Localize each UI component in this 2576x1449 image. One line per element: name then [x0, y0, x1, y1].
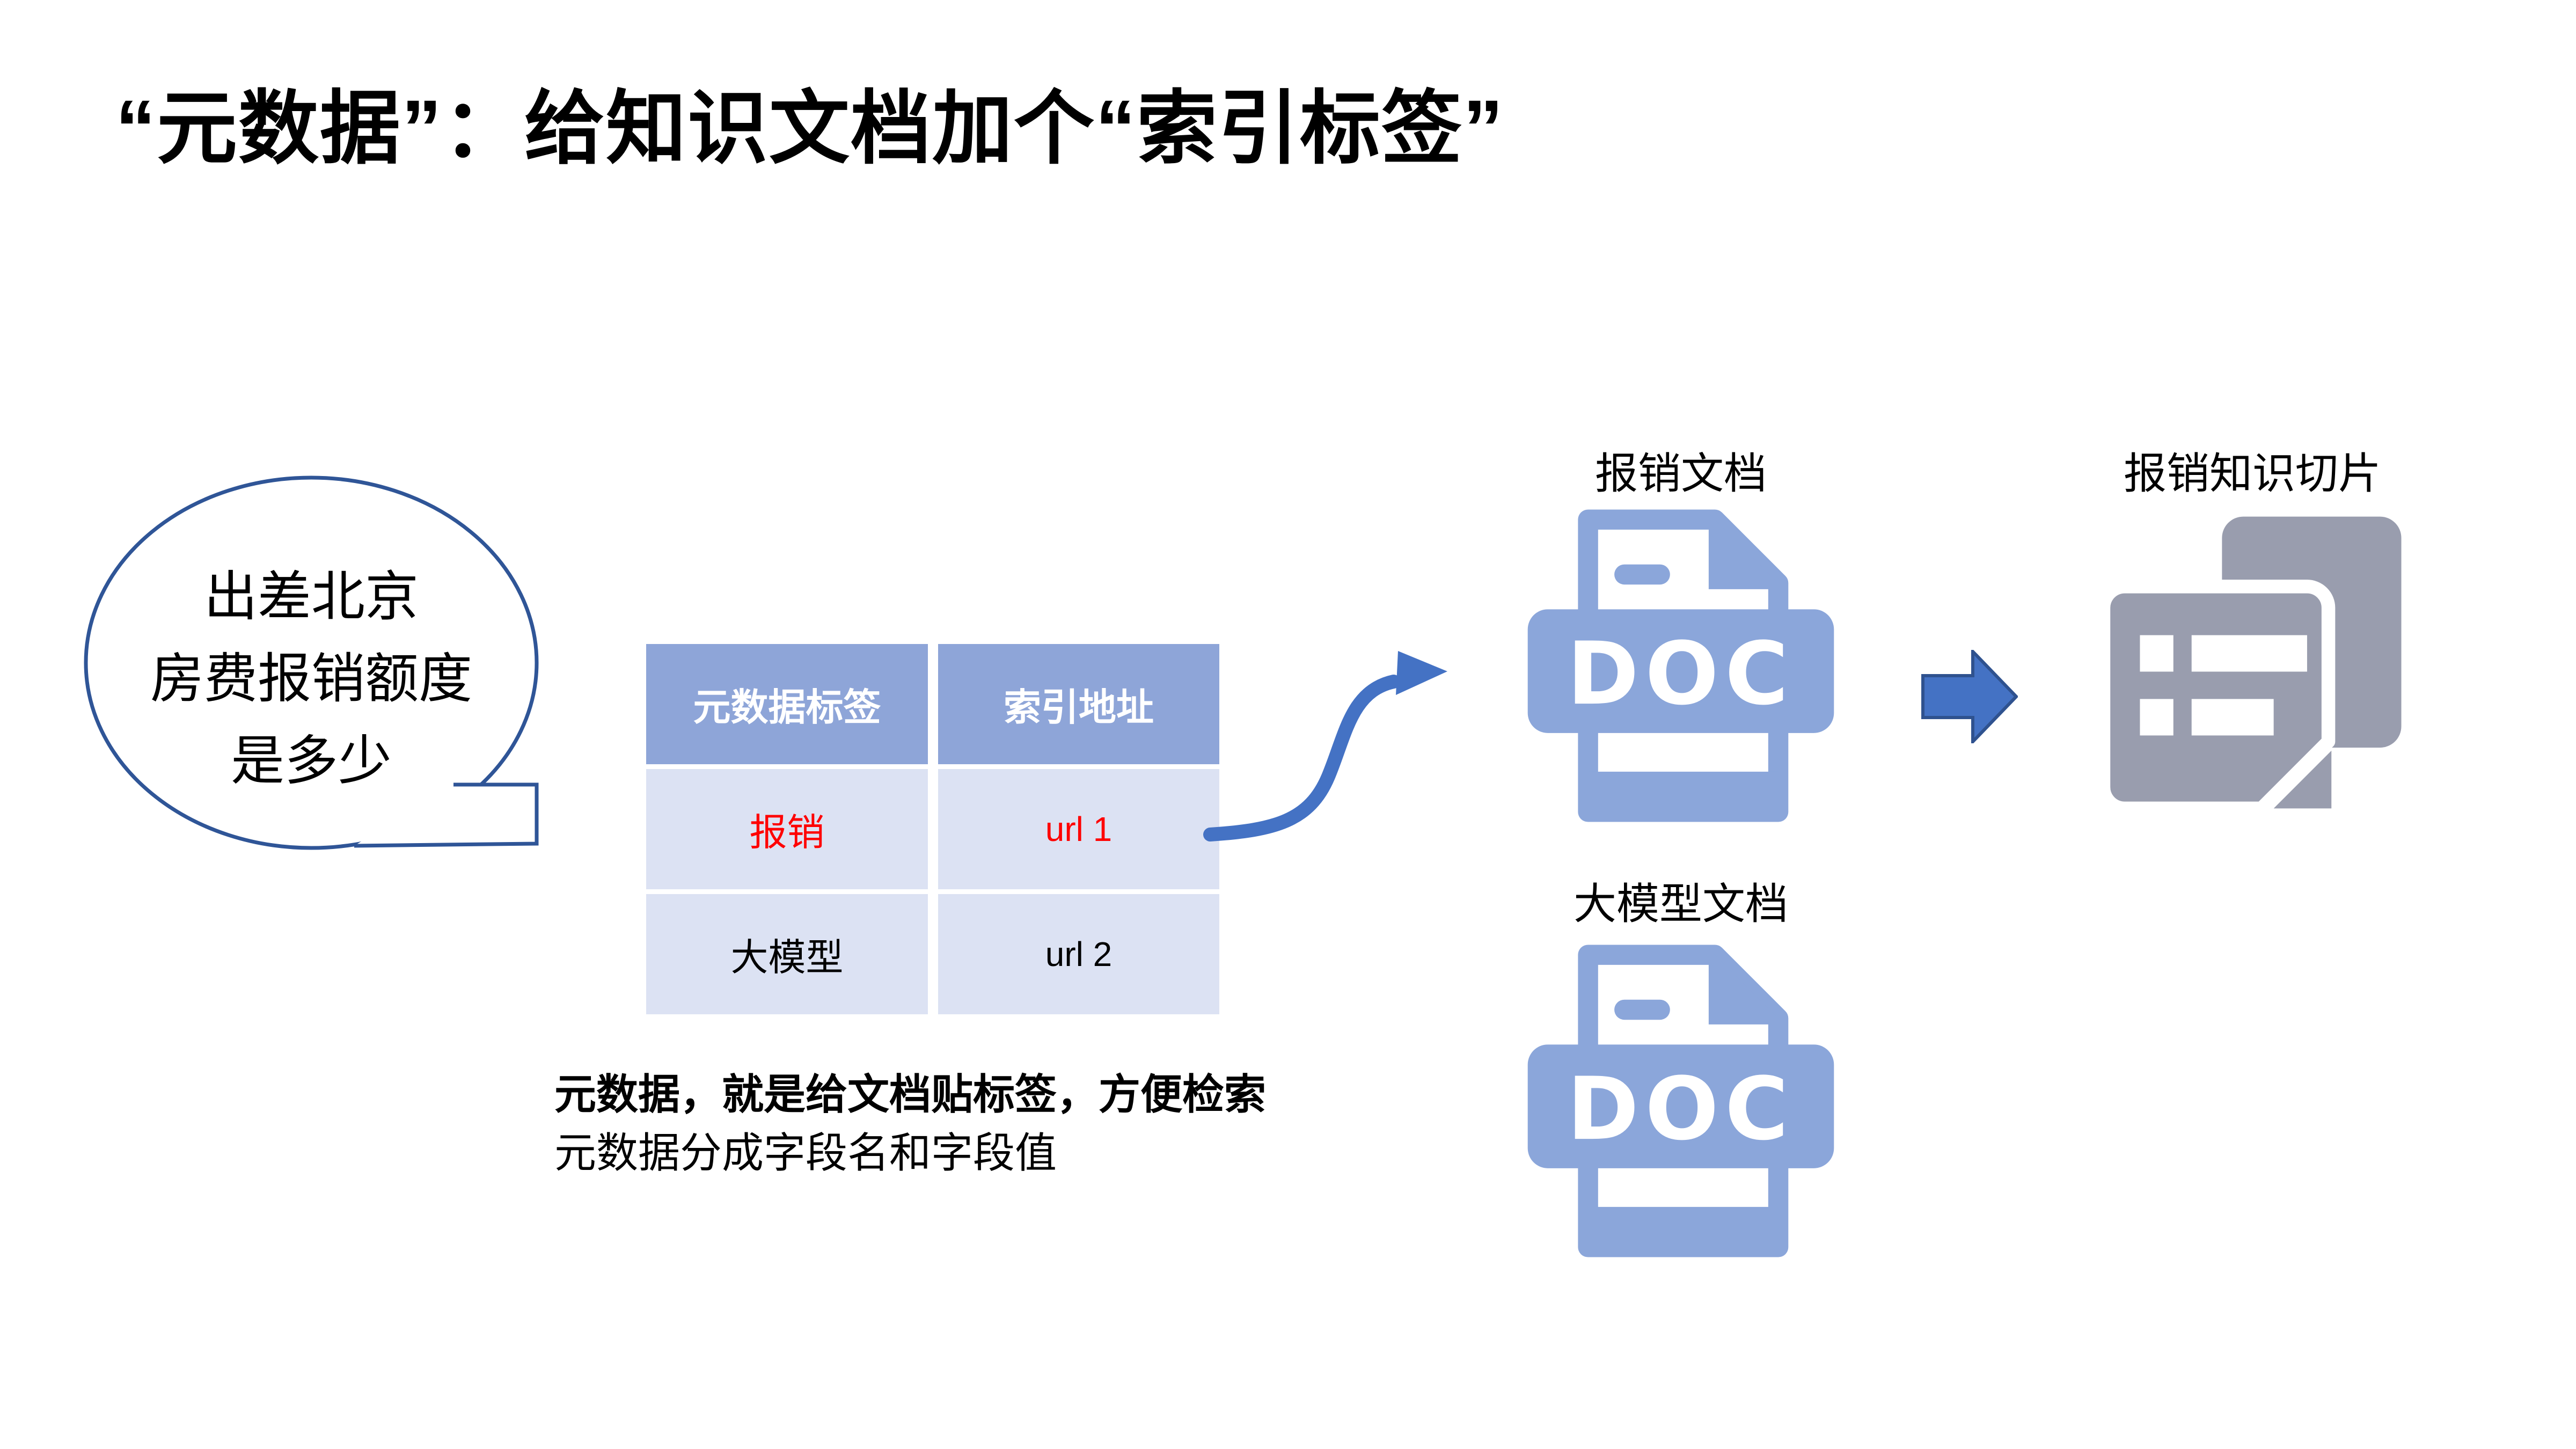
table-cell-tag-2: 大模型 — [646, 894, 928, 1014]
doc2-badge-text: DOC — [1567, 1059, 1795, 1160]
bubble-line-3: 是多少 — [231, 730, 392, 791]
metadata-table: 元数据标签 索引地址 报销 url 1 大模型 url 2 — [646, 644, 1219, 1014]
caption-line-1: 元数据，就是给文档贴标签，方便检索 — [554, 1071, 1267, 1118]
right-block-arrow-icon — [1921, 650, 2018, 743]
bubble-line-2: 房费报销额度 — [150, 648, 472, 709]
table-cell-url-2: url 2 — [938, 894, 1219, 1014]
slices-label: 报销知识切片 — [2124, 450, 2381, 497]
caption-line-2: 元数据分成字段名和字段值 — [554, 1129, 1057, 1177]
knowledge-slices-icon — [2100, 516, 2402, 811]
page-title: “元数据”：给知识文档加个“索引标签” — [115, 83, 1505, 173]
doc-file-icon-1: DOC — [1527, 509, 1834, 822]
doc2-label: 大模型文档 — [1574, 880, 1788, 928]
question-bubble-text: 出差北京 房费报销额度 是多少 — [86, 550, 537, 808]
table-cell-url-1: url 1 — [938, 769, 1219, 889]
curved-arrow-icon — [1203, 651, 1447, 841]
speech-bubble-icon — [84, 475, 539, 850]
doc1-label: 报销文档 — [1595, 450, 1767, 497]
table-header-url: 索引地址 — [938, 644, 1219, 764]
bubble-line-1: 出差北京 — [204, 566, 419, 627]
caption: 元数据，就是给文档贴标签，方便检索 元数据分成字段名和字段值 — [554, 1065, 1735, 1182]
table-cell-tag-1: 报销 — [646, 769, 928, 889]
doc-file-icon-2: DOC — [1527, 945, 1834, 1257]
table-header-tag: 元数据标签 — [646, 644, 928, 764]
doc1-badge-text: DOC — [1567, 624, 1795, 724]
